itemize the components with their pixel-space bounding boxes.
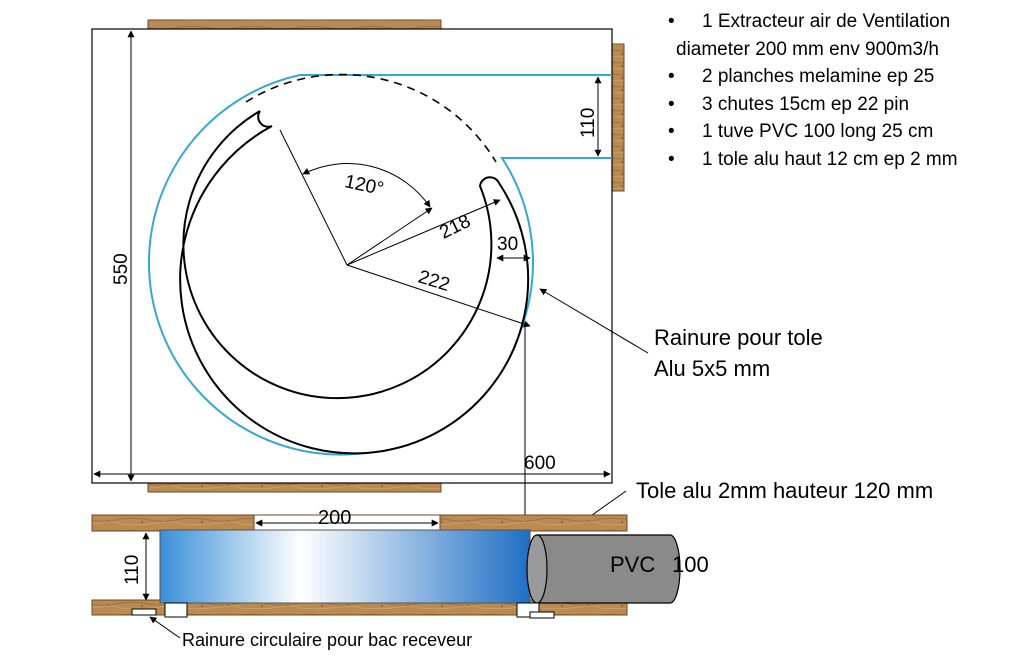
pvc-size-label: 100 (672, 552, 709, 577)
section-dimension-lines (142, 519, 439, 601)
ring-groove-callout: Rainure circulaire pour bac receveur (182, 630, 472, 650)
section-view: 200 110 PVC 100 (91, 507, 709, 619)
materials-list: •1 Extracteur air de Ventilation diamete… (668, 8, 1018, 173)
materials-item: •1 Extracteur air de Ventilation (668, 11, 951, 32)
ring-groove-right (529, 611, 555, 619)
volute-slot (179, 110, 530, 455)
height-dim-label: 550 (111, 253, 132, 285)
top-wood-strip (147, 19, 442, 30)
ring-groove-left (131, 608, 157, 616)
section-height-label: 110 (122, 555, 143, 585)
pvc-pipe (536, 534, 681, 604)
materials-item: •3 chutes 15cm ep 22 pin (668, 93, 910, 115)
foot-left (164, 602, 188, 618)
materials-item: diameter 200 mm env 900m3/h (676, 38, 939, 60)
dimension-lines (93, 30, 611, 482)
width-dim-label: 600 (524, 453, 556, 474)
sheet-callout: Tole alu 2mm hauteur 120 mm (636, 478, 933, 503)
fan-dim-label: 200 (318, 507, 351, 529)
groove-callout-line1: Rainure pour tole (654, 325, 823, 350)
gap-label: 30 (497, 234, 518, 255)
materials-item: •1 tole alu haut 12 cm ep 2 mm (668, 148, 958, 170)
materials-item: •2 planches melamine ep 25 (668, 66, 935, 87)
pvc-label: PVC (610, 552, 655, 577)
pvc-pipe-end (526, 534, 548, 604)
fan-circle-dashed (245, 73, 497, 163)
materials-item: •1 tuve PVC 100 long 25 cm (668, 121, 934, 142)
groove-callout-line2: Alu 5x5 mm (654, 356, 770, 381)
bottom-wood-strip (147, 482, 442, 493)
fan-body (159, 529, 531, 604)
outlet-dim-label: 110 (578, 108, 599, 138)
top-view: 120° 218 222 30 550 600 110 (91, 19, 625, 493)
radius-lines (279, 129, 531, 328)
right-wood-strip (611, 43, 625, 192)
groove-path (148, 74, 612, 456)
